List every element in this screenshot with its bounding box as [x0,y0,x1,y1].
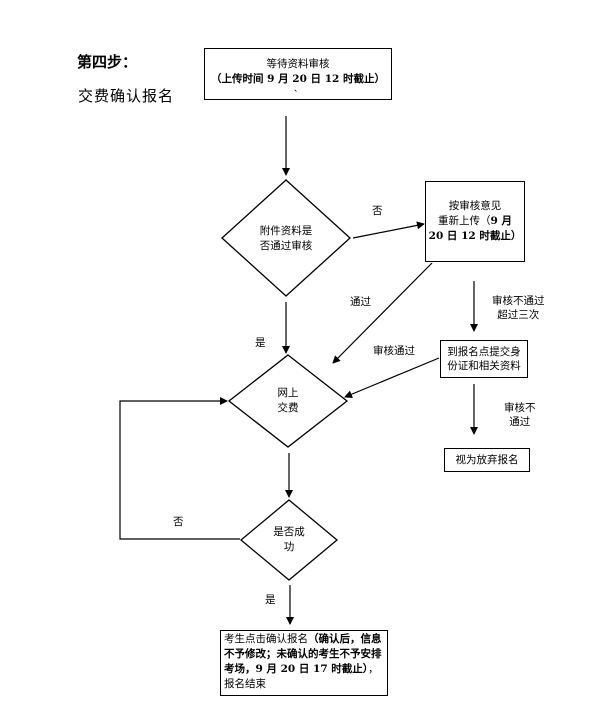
confirm-part2: （确认后，信息不予修改；未确认的考生不予安排考场，9 月 20 日 17 时截止… [224,633,382,675]
edge-check-to-reupload [352,221,425,239]
wait-review-box: 等待资料审核 （上传时间 9 月 20 日 12 时截止） 、 [204,48,392,100]
reupload-line2-plain: 重新上传（ [438,215,491,227]
onsite-submit-box: 到报名点提交身 份证和相关资料 [440,340,528,378]
label-no-1: 否 [372,205,383,217]
label-fail-over3: 审核不通过 超过三次 [492,294,545,322]
label-yes-1: 是 [255,337,266,349]
attachment-check-line2: 否通过审核 [259,240,313,252]
reupload-line3: 20 日 12 时截止） [428,230,522,242]
attachment-check-line1: 附件资料是 [259,225,313,237]
label-fail-over3-line2: 超过三次 [497,309,540,321]
label-fail-line1: 审核不 [504,402,536,414]
label-fail: 审核不 通过 [504,401,536,429]
step-heading: 第四步： [77,53,138,71]
step-subheading: 交费确认报名 [78,87,175,105]
label-review-pass: 审核通过 [373,345,415,357]
wait-review-line1: 等待资料审核 [266,57,330,70]
onsite-line2: 份证和相关资料 [447,360,521,372]
success-check-text: 是否成 功 [259,525,319,555]
success-check-line2: 功 [283,541,295,553]
confirm-part3: ，报名结束 [224,663,379,690]
label-fail-over3-line1: 审核不通过 [492,295,545,307]
give-up-text: 视为放弃报名 [455,453,519,466]
wait-review-mark: 、 [294,83,302,93]
pay-online-diamond [227,354,349,448]
give-up-box: 视为放弃报名 [444,448,530,472]
wait-review-line2: （上传时间 9 月 20 日 12 时截止） [211,72,385,85]
label-fail-line2: 通过 [509,416,531,428]
attachment-check-diamond [221,179,351,297]
edge-success-loop-back [119,397,240,540]
edge-reupload-to-pay [332,262,433,364]
reupload-line2-bold: 9 月 [490,215,512,227]
pay-online-line1: 网上 [277,387,299,399]
edge-onsite-to-pay [344,357,440,399]
reupload-line1: 按审核意见 [448,200,502,212]
confirm-box: 考生点击确认报名（确认后，信息不予修改；未确认的考生不予安排考场，9 月 20 … [220,630,388,696]
success-check-diamond [239,499,339,581]
attachment-check-text: 附件资料是 否通过审核 [246,224,326,254]
label-no-2: 否 [173,516,184,528]
pay-online-line2: 交费 [277,402,299,414]
confirm-part1: 考生点击确认报名 [224,633,308,645]
success-check-line1: 是否成 [273,526,305,538]
label-pass: 通过 [350,296,371,308]
onsite-line1: 到报名点提交身 [447,346,521,358]
label-yes-2: 是 [265,594,276,606]
reupload-box: 按审核意见 重新上传（9 月 20 日 12 时截止） [425,181,525,262]
pay-online-text: 网上 交费 [258,386,318,416]
reupload-line2: 重新上传（9 月 [438,214,512,229]
